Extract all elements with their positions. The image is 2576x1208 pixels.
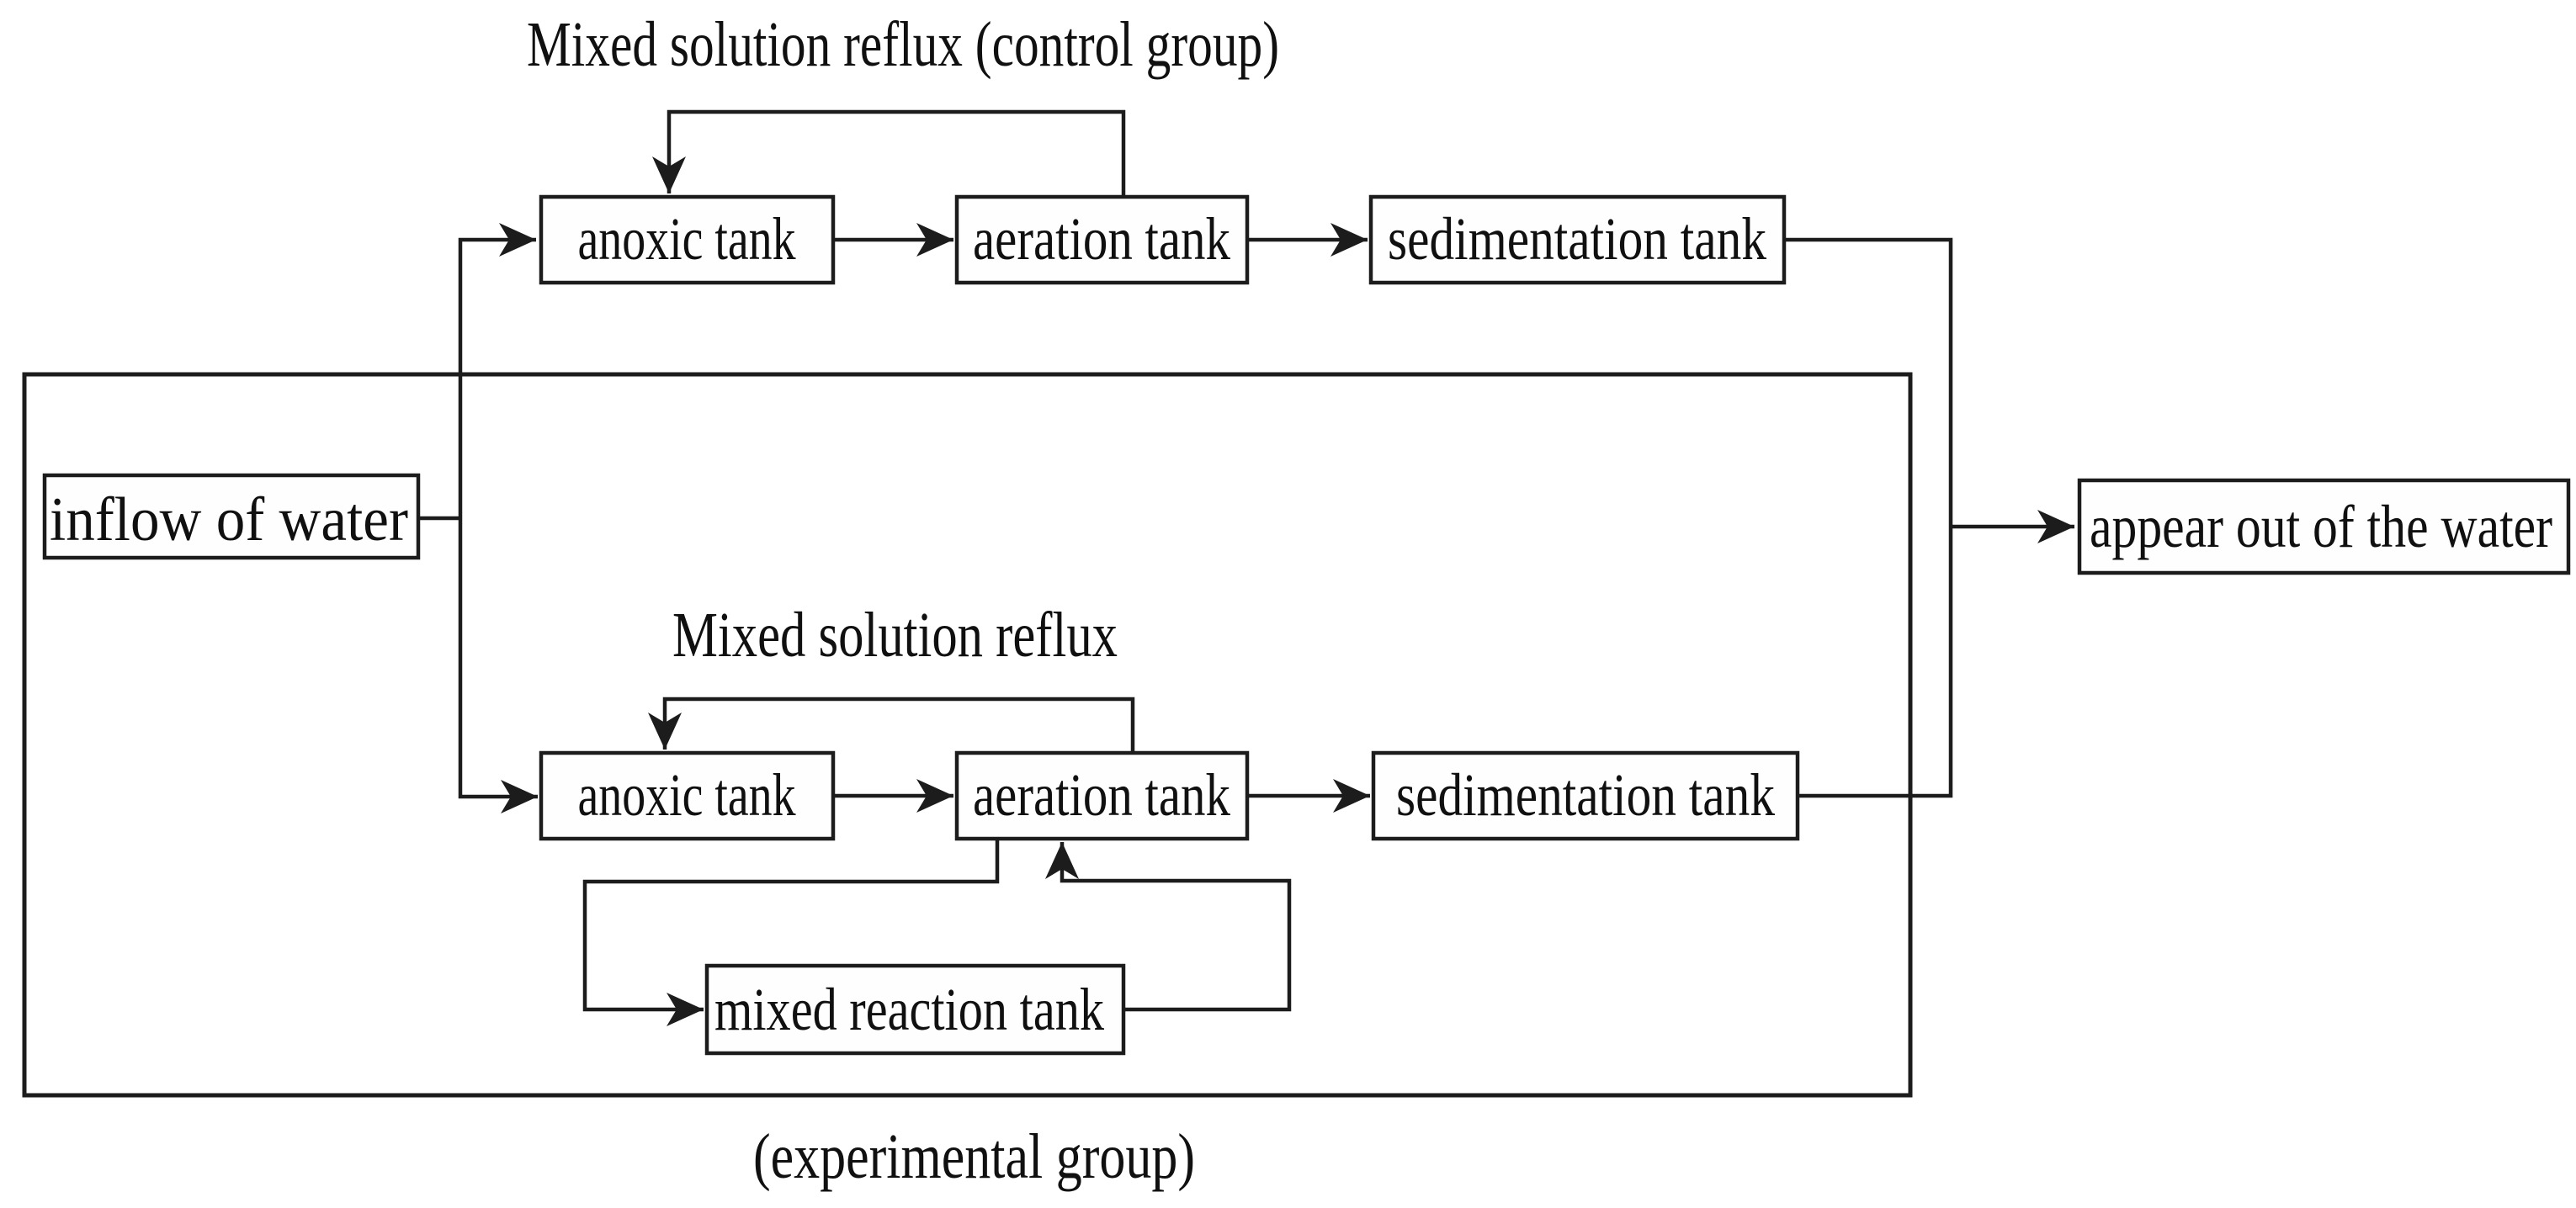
- node-control-aeration-label: aeration tank: [973, 205, 1230, 273]
- edge-experimental-reflux-loop: [648, 697, 1135, 752]
- edge-aeration-to-mixed-reaction: [582, 839, 1000, 1026]
- edge-sedimentation-collector: [1784, 237, 1953, 798]
- edge-control-reflux-loop: [652, 109, 1126, 199]
- node-control-sedimentation-box: [1368, 194, 1787, 285]
- node-experimental-aeration: aeration tank: [954, 750, 1250, 841]
- node-control-sedimentation-label: sedimentation tank: [1388, 205, 1766, 273]
- node-mixed-reaction: mixed reaction tank: [704, 963, 1126, 1056]
- node-inflow-box: [42, 473, 421, 560]
- node-control-aeration: aeration tank: [954, 194, 1250, 285]
- node-experimental-aeration-box: [954, 750, 1250, 841]
- caption-experimental-group: (experimental group): [753, 1121, 1195, 1192]
- node-control-aeration-box: [954, 194, 1250, 285]
- node-control-sedimentation: sedimentation tank: [1368, 194, 1787, 285]
- node-experimental-aeration-label: aeration tank: [973, 761, 1230, 829]
- node-mixed-reaction-label: mixed reaction tank: [714, 976, 1104, 1043]
- caption-control-reflux: Mixed solution reflux (control group): [527, 9, 1279, 80]
- node-control-anoxic-box: [539, 194, 836, 285]
- edge-inflow-to-control-anoxic: [458, 223, 536, 518]
- node-outflow-label: appear out of the water: [2090, 493, 2552, 560]
- node-outflow-box: [2077, 478, 2571, 575]
- node-experimental-sedimentation-label: sedimentation tank: [1396, 761, 1775, 829]
- node-experimental-sedimentation-box: [1371, 750, 1800, 841]
- node-experimental-sedimentation: sedimentation tank: [1371, 750, 1800, 841]
- experimental-group-border: [22, 372, 1913, 1098]
- node-control-anoxic: anoxic tank: [539, 194, 836, 285]
- caption-experimental-reflux: Mixed solution reflux: [672, 600, 1118, 670]
- node-mixed-reaction-box: [704, 963, 1126, 1056]
- edge-inflow-to-experimental-anoxic: [458, 518, 538, 813]
- node-experimental-anoxic-box: [539, 750, 836, 841]
- node-outflow: appear out of the water: [2077, 478, 2571, 575]
- node-inflow-label: inflow of water: [50, 485, 408, 554]
- node-experimental-anoxic-label: anoxic tank: [578, 761, 796, 829]
- node-inflow: inflow of water: [42, 473, 421, 560]
- node-control-anoxic-label: anoxic tank: [578, 205, 796, 273]
- edge-mixed-reaction-to-aeration: [1045, 842, 1292, 1012]
- node-experimental-anoxic: anoxic tank: [539, 750, 836, 841]
